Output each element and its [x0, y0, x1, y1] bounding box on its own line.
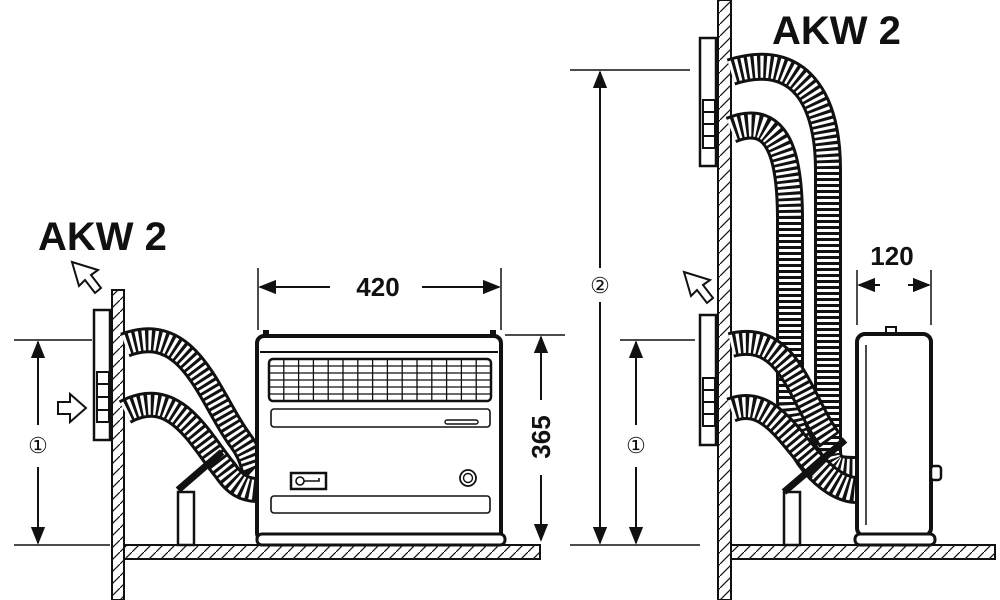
thermostat-knob-icon	[459, 469, 477, 487]
height-label: 365	[526, 415, 556, 458]
right-flue-pipes	[725, 52, 859, 547]
heater-side	[853, 326, 943, 547]
left-vent-height-dimension	[14, 339, 110, 546]
depth-dimension	[856, 270, 932, 325]
left-exhaust-arrow-icon	[70, 260, 103, 295]
height-dimension	[505, 334, 565, 542]
right-wall	[717, 0, 996, 600]
upper-vent-height-dimension	[570, 69, 700, 546]
width-label: 420	[356, 272, 399, 302]
right-mark-2: ②	[590, 273, 610, 298]
right-upper-vent	[698, 36, 718, 168]
heater-front	[255, 330, 507, 547]
left-title: AKW 2	[38, 215, 167, 259]
depth-label: 120	[870, 241, 913, 271]
left-mark-1: ①	[28, 433, 48, 458]
width-dimension	[257, 268, 502, 330]
ignition-control-icon	[289, 471, 328, 491]
left-inlet-arrow-icon	[57, 391, 88, 425]
right-title: AKW 2	[772, 9, 901, 53]
lower-vent-height-dimension	[620, 339, 695, 545]
right-exhaust-arrow-icon	[682, 270, 715, 305]
right-lower-vent	[698, 313, 718, 447]
right-mark-1: ①	[626, 433, 646, 458]
left-flue-pipes	[118, 327, 266, 547]
left-wall-vent	[92, 308, 112, 442]
